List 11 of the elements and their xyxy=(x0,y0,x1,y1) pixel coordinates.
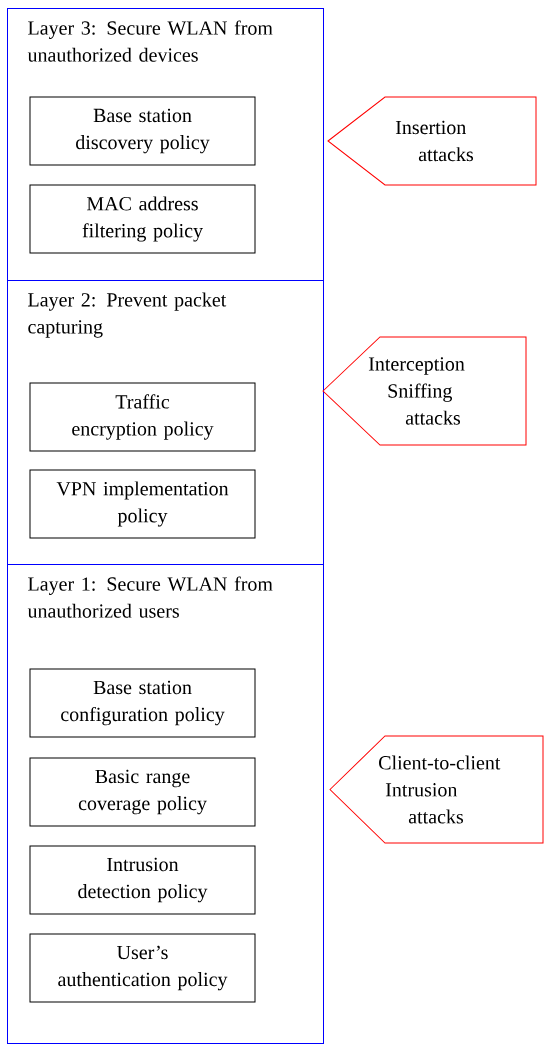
policy-box: Intrusion detection policy xyxy=(29,845,256,915)
policy-box: User’s authentication policy xyxy=(29,933,256,1003)
policy-box: Traffic encryption policy xyxy=(29,382,256,452)
policy-box: MAC address filtering policy xyxy=(29,184,256,254)
policy-box: Base station discovery policy xyxy=(29,96,256,166)
policy-box: VPN implementation policy xyxy=(29,469,256,539)
attack-pentagon: Interception Sniffing attacks xyxy=(322,336,527,446)
policy-box: Basic range coverage policy xyxy=(29,757,256,827)
attack-pentagon: Client-to-client Intrusion attacks xyxy=(329,735,544,844)
attack-pentagon: Insertion attacks xyxy=(327,96,537,186)
policy-box: Base station configuration policy xyxy=(29,668,256,738)
